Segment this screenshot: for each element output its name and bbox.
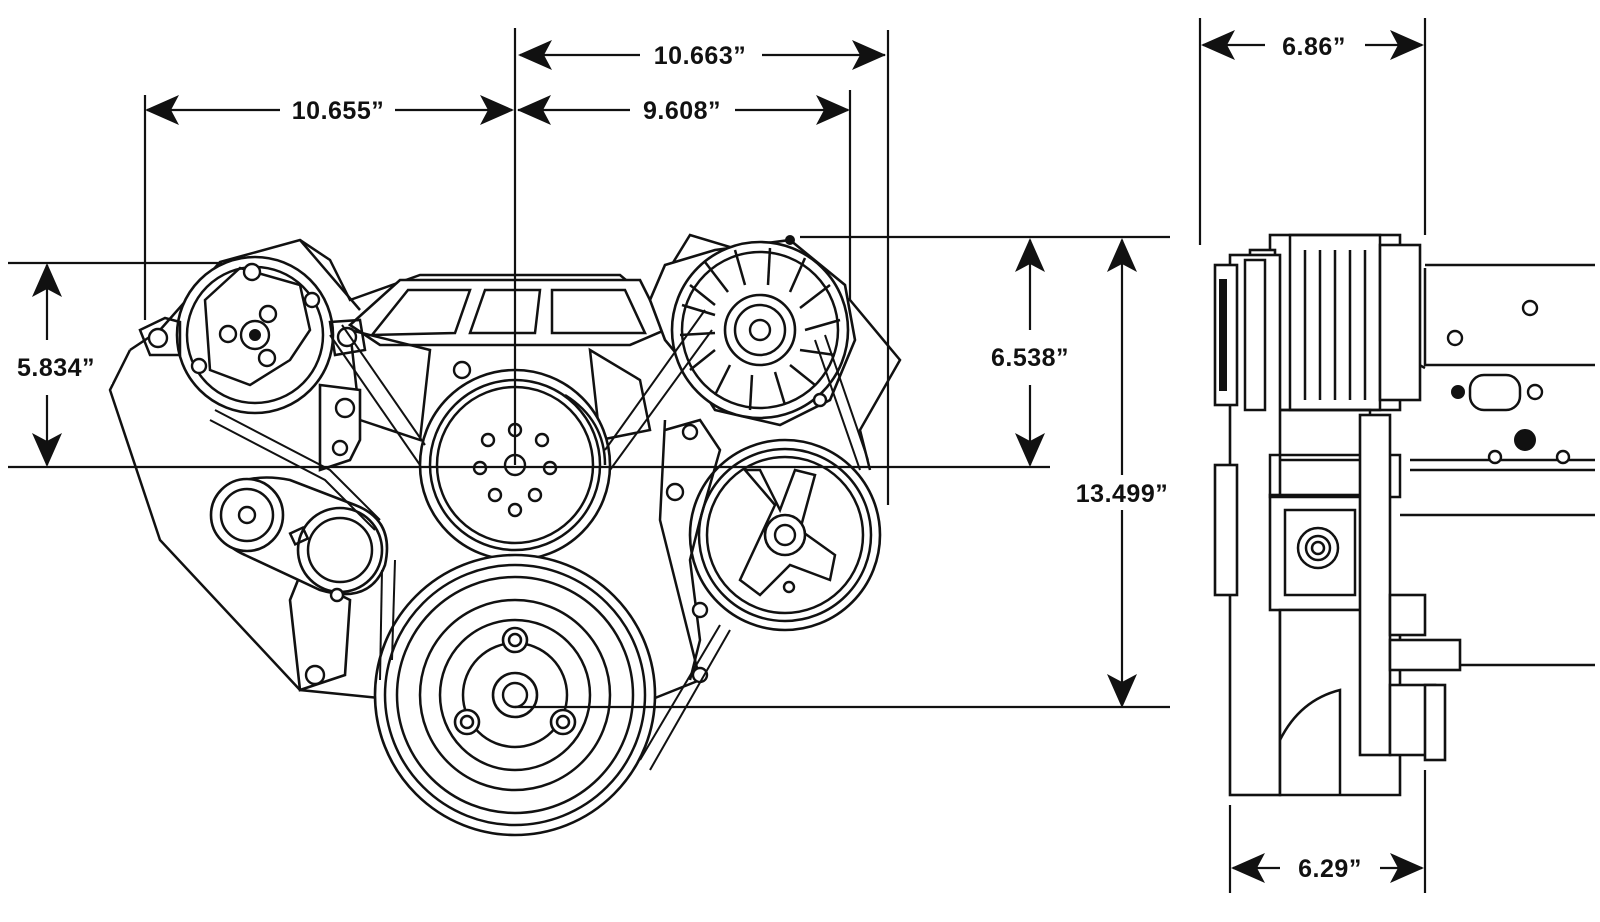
- dimension-629: 6.29”: [1231, 851, 1424, 885]
- dimension-6538: 6.538”: [975, 238, 1085, 467]
- side-crank-hub: [1278, 413, 1462, 797]
- tensioner-strap: [318, 383, 362, 472]
- belt-tensioner: [209, 476, 389, 692]
- dim-text-left-span: 10.655”: [292, 97, 384, 125]
- dim-text-top-span: 10.663”: [654, 42, 746, 70]
- dimension-13499: 13.499”: [1060, 238, 1185, 708]
- dim-text-side-bottom: 6.29”: [1298, 855, 1362, 883]
- dimension-9608: 9.608”: [517, 93, 850, 127]
- dim-text-left-vertical: 5.834”: [17, 354, 95, 382]
- dim-text-alternator-vertical: 6.538”: [991, 344, 1069, 372]
- dimension-686: 6.86”: [1201, 28, 1424, 62]
- dim-text-inner-span: 9.608”: [643, 97, 721, 125]
- alternator: [648, 235, 857, 427]
- alternator-fan-blades: [679, 247, 841, 411]
- side-reference-lines: [1198, 18, 1427, 893]
- dimension-10655: 10.655”: [145, 93, 514, 127]
- side-view: [1198, 18, 1595, 893]
- crankshaft-pulley: [373, 553, 657, 837]
- side-mounting-plate: [1213, 253, 1282, 797]
- ac-compressor: [138, 255, 367, 415]
- power-steering-bracket: [664, 418, 722, 684]
- dimension-10663: 10.663”: [518, 38, 886, 72]
- power-steering-pulley: [688, 438, 882, 632]
- dim-text-total-vertical: 13.499”: [1076, 480, 1168, 508]
- dim-text-side-top: 6.86”: [1282, 33, 1346, 61]
- front-reference-lines: [8, 28, 1170, 709]
- side-power-steering: [1268, 453, 1402, 612]
- water-pump-pulley: [418, 360, 699, 562]
- serpentine-belt: [209, 309, 869, 771]
- front-view: [8, 28, 1170, 837]
- dimension-5834: 5.834”: [2, 263, 112, 467]
